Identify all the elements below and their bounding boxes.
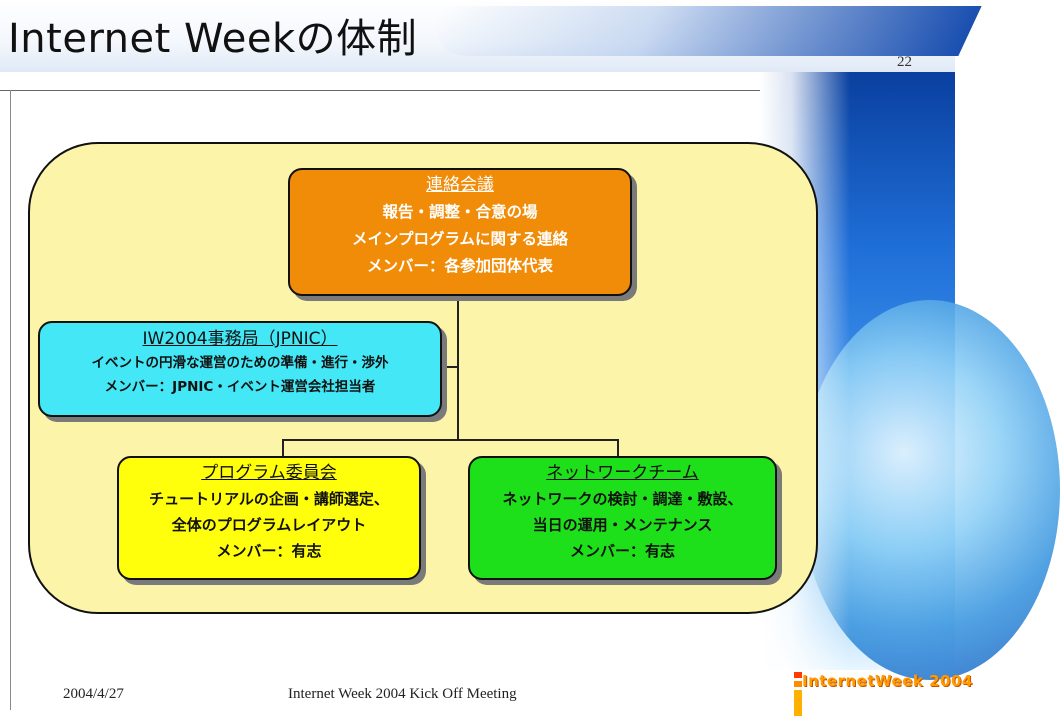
footer-event-name: Internet Week 2004 Kick Off Meeting — [288, 686, 517, 702]
program-committee-line: チュートリアルの企画・講師選定、 — [149, 490, 389, 508]
liaison-council-line: メインプログラムに関する連絡 — [351, 230, 569, 248]
network-team-line: 当日の運用・メンテナンス — [532, 516, 713, 534]
title-bar: Internet Weekの体制 — [0, 0, 982, 72]
network-team-box: ネットワークチーム ネットワークの検討・調達・敷設、 当日の運用・メンテナンス … — [468, 456, 777, 580]
program-committee-box: プログラム委員会 チュートリアルの企画・講師選定、 全体のプログラムレイアウト … — [117, 456, 421, 580]
liaison-council-line: メンバー：各参加団体代表 — [366, 257, 553, 275]
secretariat-box: IW2004事務局（JPNIC） イベントの円滑な運営のための準備・進行・渉外 … — [38, 321, 442, 417]
logo-mark-icon — [794, 672, 802, 716]
connector-program — [282, 439, 284, 457]
internet-week-logo: InternetWeek 2004 — [792, 668, 972, 720]
connector-secretariat — [438, 366, 458, 368]
liaison-council-box: 連絡会議 報告・調整・合意の場 メインプログラムに関する連絡 メンバー：各参加団… — [288, 168, 632, 296]
connector-network — [617, 439, 619, 457]
secretariat-heading: IW2004事務局（JPNIC） — [142, 329, 338, 349]
slide-title: Internet Weekの体制 — [8, 16, 418, 62]
page-number: 22 — [897, 54, 912, 70]
connector-horizontal — [282, 439, 619, 441]
liaison-council-heading: 連絡会議 — [426, 175, 494, 195]
program-committee-line: メンバー：有志 — [216, 542, 322, 560]
title-divider — [0, 90, 760, 91]
logo-text: InternetWeek 2004 — [802, 672, 973, 690]
network-team-heading: ネットワークチーム — [546, 463, 699, 483]
left-margin-line — [10, 90, 11, 710]
program-committee-line: 全体のプログラムレイアウト — [171, 516, 367, 534]
footer-date: 2004/4/27 — [63, 686, 124, 702]
title-swoosh-decoration — [418, 6, 982, 56]
program-committee-heading: プログラム委員会 — [201, 463, 337, 483]
network-team-line: ネットワークの検討・調達・敷設、 — [502, 490, 743, 508]
secretariat-line: イベントの円滑な運営のための準備・進行・渉外 — [91, 355, 389, 371]
liaison-council-line: 報告・調整・合意の場 — [382, 203, 538, 221]
connector-trunk — [457, 290, 459, 440]
network-team-line: メンバー：有志 — [569, 542, 675, 560]
secretariat-line: メンバー：JPNIC・イベント運営会社担当者 — [104, 379, 376, 395]
